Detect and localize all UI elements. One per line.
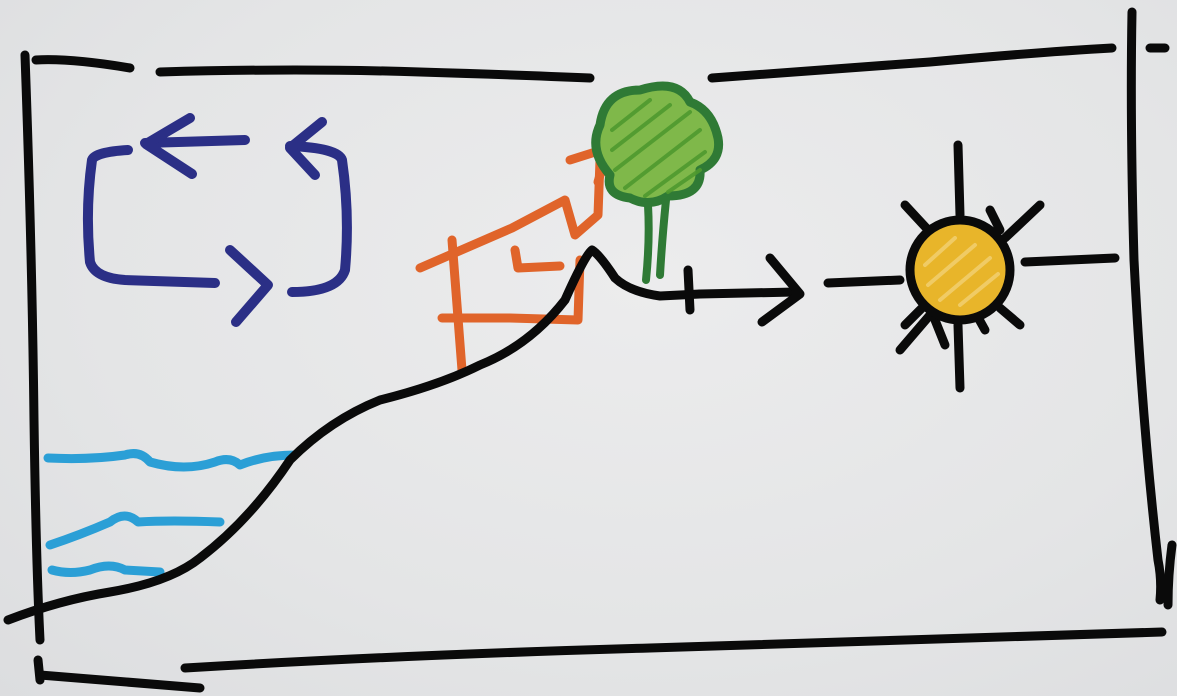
frame-bottom-segment-1 [40, 675, 200, 688]
frame-top-segment-2 [160, 70, 590, 78]
frame-top-segment-3 [712, 48, 1112, 78]
cycle-arrows-icon [88, 118, 347, 322]
frame-left-side [25, 55, 40, 640]
sun-icon [828, 145, 1115, 388]
frame-bottom-segment-2 [185, 632, 1162, 668]
arrow-right-icon [688, 258, 800, 322]
frame-right-tick [1168, 545, 1172, 605]
frame-right-side [1131, 12, 1160, 600]
water-waves-icon [48, 454, 295, 573]
tree-icon [596, 86, 719, 280]
tree-trunk [646, 200, 666, 280]
frame-top-segment-1 [36, 60, 130, 68]
